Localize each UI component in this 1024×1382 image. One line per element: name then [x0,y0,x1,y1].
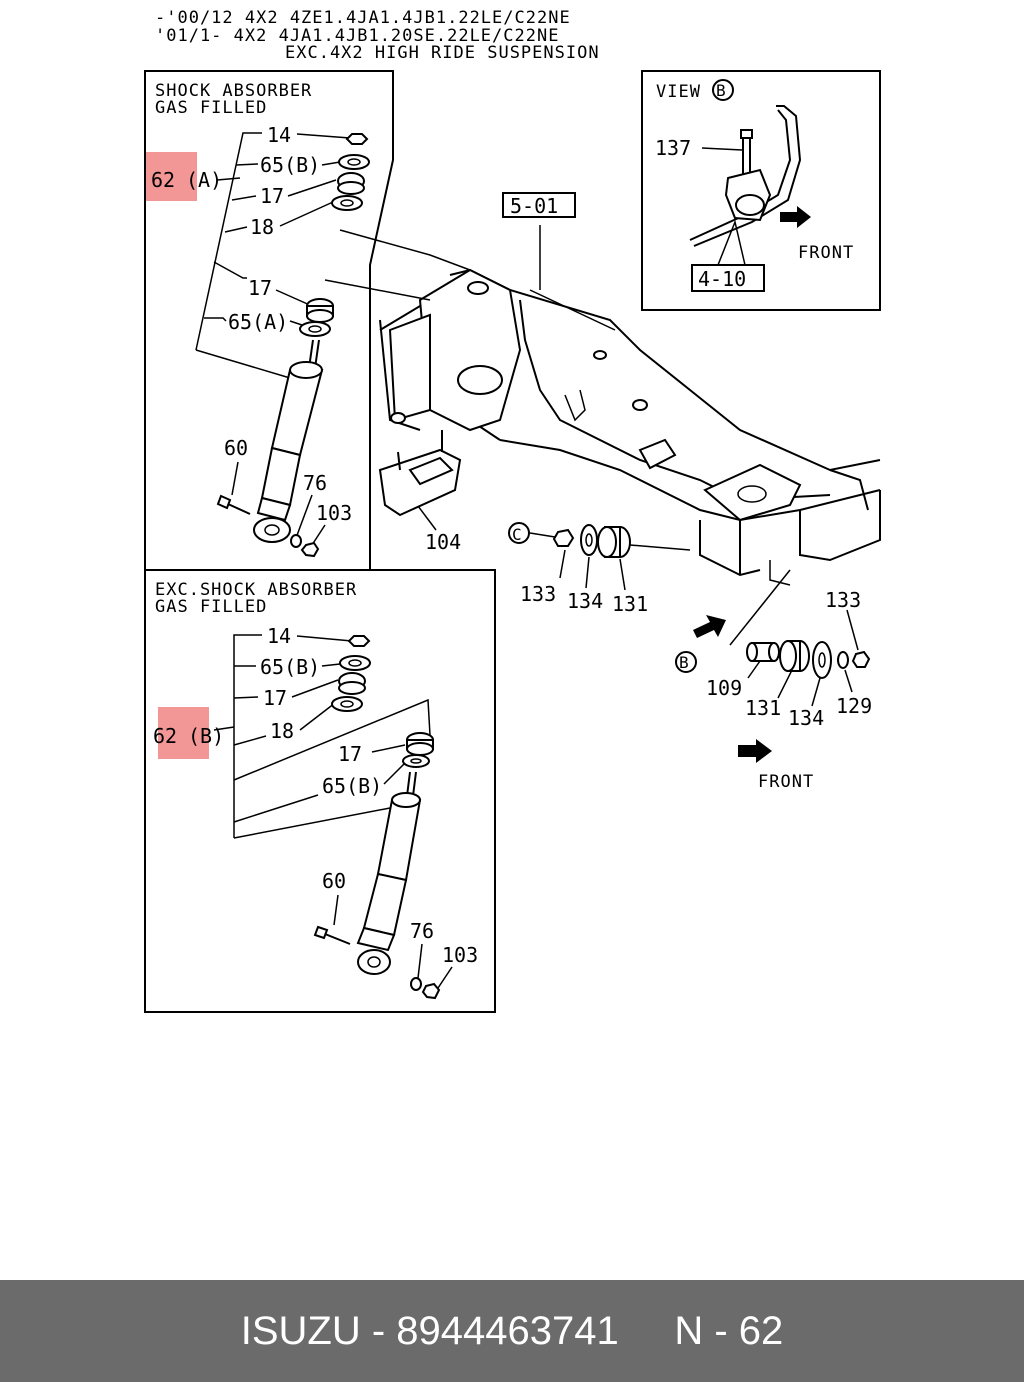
label-a-18: 18 [250,215,274,239]
marker-c-label: C [512,525,522,544]
view-b-panel: VIEW B 137 4-10 FRONT [641,70,881,311]
label-c-131: 131 [612,592,648,616]
label-a-17b: 17 [248,276,272,300]
view-front-label: FRONT [798,243,854,263]
panel-a-title-1: SHOCK ABSORBER [155,81,312,101]
view-front-arrow-icon [780,206,811,228]
mount-plate-icon [703,463,802,522]
spring-hanger-icon [418,268,522,432]
stabilizer-link-icon [724,129,772,222]
washer-18-icon [331,195,363,211]
washer-65b-b-icon [339,655,371,671]
panel-gas-filled: SHOCK ABSORBER GAS FILLED 62 (A) 14 65(B… [144,70,394,570]
marker-b-icon [675,651,697,673]
callout-62b-suffix: (B) [188,724,224,748]
label-b-60: 60 [322,869,346,893]
nut-14b-icon [347,635,371,647]
label-c-133: 133 [520,582,556,606]
label-b-109: 109 [706,676,742,700]
frame-clip-icon [638,438,677,470]
ref-box-501[interactable] [502,192,576,218]
front-label: FRONT [758,772,814,792]
ref-box-410[interactable] [691,264,765,292]
label-b-17: 17 [263,686,287,710]
nut-103-icon [300,541,320,558]
shock-absorber-b-icon [356,771,422,975]
nut-133b-icon [851,650,871,668]
bracket-62a [195,132,262,351]
arrow-b-icon [693,615,726,638]
nut-133-icon [552,528,575,547]
label-a-65a: 65(A) [228,310,288,334]
parts-diagram: -'00/12 4X2 4ZE1.4JA1.4JB1.22LE/C22NE '0… [144,8,881,1013]
bolt-60b-icon [313,925,351,945]
washer-134b-icon [812,641,832,679]
label-b-129: 129 [836,694,872,718]
label-a-76: 76 [303,471,327,495]
label-137: 137 [655,136,691,160]
label-b-65b2: 65(B) [322,774,382,798]
label-b-103: 103 [442,943,478,967]
panel-exc-gas-filled: EXC.SHOCK ABSORBER GAS FILLED 62 (B) 14 … [144,569,496,1013]
bumper-104-icon [378,430,462,517]
washer-134-icon [580,524,598,556]
washer-65a-icon [299,321,331,337]
bracket-62b [233,634,262,838]
label-b-134: 134 [788,706,824,730]
collar-109-icon [746,642,780,662]
bolt-60-icon [216,494,251,515]
label-410: 4-10 [698,267,746,291]
header-line-1: -'00/12 4X2 4ZE1.4JA1.4JB1.22LE/C22NE [155,8,571,28]
washer-76-icon [290,534,302,548]
label-a-103: 103 [316,501,352,525]
view-b-marker-icon [712,79,734,101]
label-b-65b: 65(B) [260,655,320,679]
frame-illustration [324,225,881,646]
panel-b-title-2: GAS FILLED [155,597,267,617]
shock-absorber-a-icon [253,339,324,543]
nut-14-icon [345,133,369,145]
ref-501-label: 5-01 [510,194,558,218]
footer-bar: ISUZU - 8944463741 N - 62 [0,1280,1024,1382]
marker-c-icon [508,522,530,544]
label-b-18: 18 [270,719,294,743]
footer-part-number: ISUZU - 8944463741 N - 62 [240,1308,784,1353]
washer-129-icon [837,651,849,669]
header-line-2: '01/1- 4X2 4JA1.4JB1.20SE.22LE/C22NE [155,26,559,46]
washer-76b-icon [410,977,422,991]
washer-65b-icon [338,154,370,170]
label-c-134: 134 [567,589,603,613]
label-a-14: 14 [267,123,291,147]
label-b-131: 131 [745,696,781,720]
front-arrow-icon [738,739,772,763]
label-104: 104 [425,530,461,554]
header-line-3: EXC.4X2 HIGH RIDE SUSPENSION [285,43,600,63]
washer-65b-b2-icon [402,754,430,768]
view-b-marker: B [716,81,726,100]
label-b-76: 76 [410,919,434,943]
washer-18-b-icon [331,696,363,712]
callout-62a-suffix: (A) [186,168,222,192]
highlight-62b [158,707,209,759]
label-a-60: 60 [224,436,248,460]
nut-103b-icon [421,982,441,1000]
panel-a-title-2: GAS FILLED [155,98,267,118]
label-b-14: 14 [267,624,291,648]
label-a-17: 17 [260,184,284,208]
label-a-65b: 65(B) [260,153,320,177]
marker-b-label: B [679,653,689,672]
highlight-62a [146,152,197,201]
label-b-133: 133 [825,588,861,612]
label-b-17b: 17 [338,742,362,766]
panel-b-title-1: EXC.SHOCK ABSORBER [155,580,357,600]
callout-62b: 62 [153,724,177,748]
view-b-title: VIEW [656,82,701,102]
callout-62a: 62 [151,168,175,192]
